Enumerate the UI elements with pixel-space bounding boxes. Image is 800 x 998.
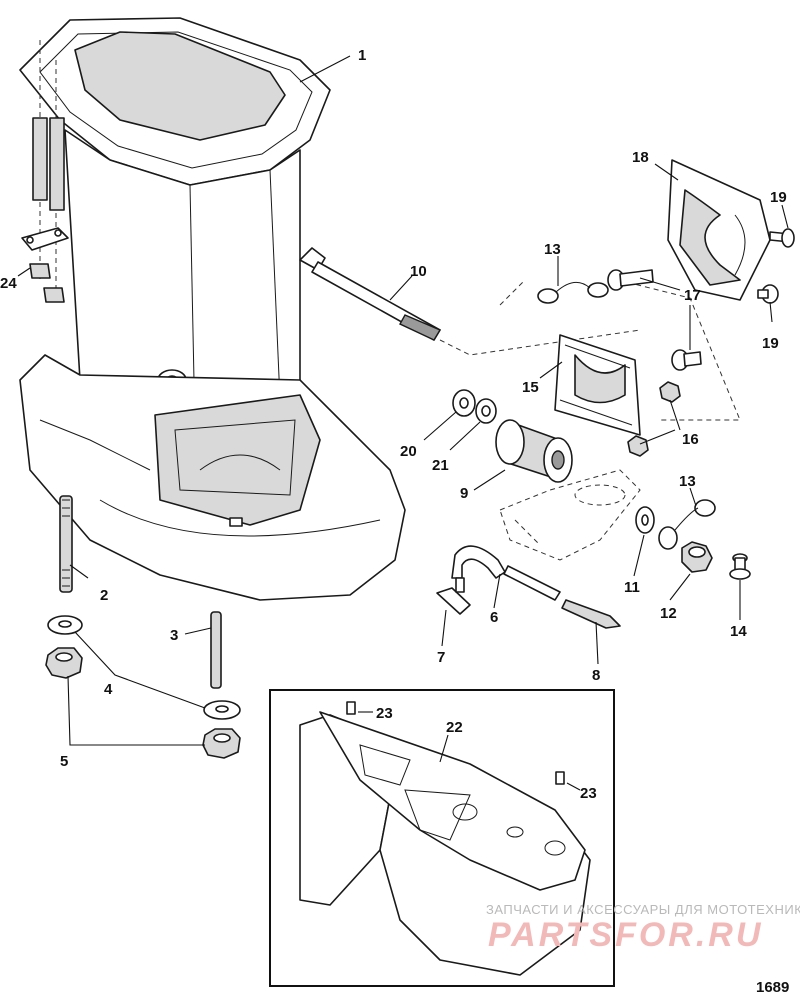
leader-5 <box>67 675 205 746</box>
callout-13-bottom: 13 <box>679 473 696 490</box>
callout-15: 15 <box>522 379 539 396</box>
assembly-dashed-3 <box>499 279 526 306</box>
assembly-dashed-1 <box>439 329 641 356</box>
nut-5-left <box>45 647 83 679</box>
callout-13-top: 13 <box>544 241 561 258</box>
ground-strap-13-bottom <box>658 499 716 550</box>
callout-19-bottom: 19 <box>762 335 779 352</box>
bolt-14 <box>729 553 751 580</box>
screw-17-top <box>607 269 654 291</box>
watermark: ЗАПЧАСТИ И АКСЕССУАРЫ ДЛЯ МОТОТЕХНИКИ PA… <box>486 902 800 954</box>
leader-lines <box>17 55 789 665</box>
callout-12: 12 <box>660 605 677 622</box>
figure-number: 1689 <box>756 979 789 996</box>
callout-9: 9 <box>460 485 468 502</box>
callout-20: 20 <box>400 443 417 460</box>
callout-labels: 1 2 3 4 5 6 7 8 9 10 11 12 13 13 14 15 1… <box>0 47 787 802</box>
anode-18 <box>667 159 771 301</box>
washer-11 <box>635 506 655 534</box>
upper-studs <box>21 40 69 303</box>
callout-7: 7 <box>437 649 445 666</box>
pin-8 <box>561 599 621 629</box>
callout-3: 3 <box>170 627 178 644</box>
callout-10: 10 <box>410 263 427 280</box>
screw-19-bottom <box>757 284 779 304</box>
callout-24: 24 <box>0 275 17 292</box>
callout-1: 1 <box>358 47 366 64</box>
washer-21 <box>475 398 497 424</box>
leader-4 <box>74 631 206 709</box>
trim-tab-housing-ghost <box>499 469 641 561</box>
stud-3 <box>210 611 222 689</box>
callout-16: 16 <box>682 431 699 448</box>
tube-6 <box>503 565 561 601</box>
callout-4: 4 <box>104 681 113 698</box>
bracket-15 <box>554 334 641 436</box>
screw-17-bottom <box>671 349 702 371</box>
fitting-7 <box>436 577 471 615</box>
watermark-logo: PARTSFOR.RU <box>488 916 763 954</box>
callout-19-top: 19 <box>770 189 787 206</box>
watermark-tagline: ЗАПЧАСТИ И АКСЕССУАРЫ ДЛЯ МОТОТЕХНИКИ <box>486 902 800 917</box>
nut-12 <box>681 541 713 573</box>
washer-4-left <box>47 615 83 635</box>
driveshaft-housing <box>19 17 406 601</box>
callout-8: 8 <box>592 667 600 684</box>
callout-2: 2 <box>100 587 108 604</box>
ground-strap-13-top <box>537 281 609 304</box>
stud-2 <box>59 495 73 593</box>
callout-17: 17 <box>684 287 701 304</box>
nut-5-right <box>202 728 241 759</box>
callout-5: 5 <box>60 753 68 770</box>
washer-20 <box>452 389 476 417</box>
callout-6: 6 <box>490 609 498 626</box>
callout-21: 21 <box>432 457 449 474</box>
bushing-9 <box>495 419 573 483</box>
callout-22: 22 <box>446 719 463 736</box>
screw-19-top <box>769 228 795 248</box>
hose-6 <box>451 545 506 579</box>
callout-23-bottom: 23 <box>580 785 597 802</box>
nut-16-bottom <box>627 435 649 457</box>
callout-14: 14 <box>730 623 747 640</box>
washer-4-right <box>203 700 241 720</box>
nut-16-top <box>659 381 681 403</box>
bolt-10 <box>299 247 442 341</box>
callout-23-top: 23 <box>376 705 393 722</box>
assembly-dashed-2 <box>609 277 741 421</box>
gasket-inset <box>269 689 615 987</box>
callout-11: 11 <box>624 579 640 596</box>
callout-18: 18 <box>632 149 649 166</box>
